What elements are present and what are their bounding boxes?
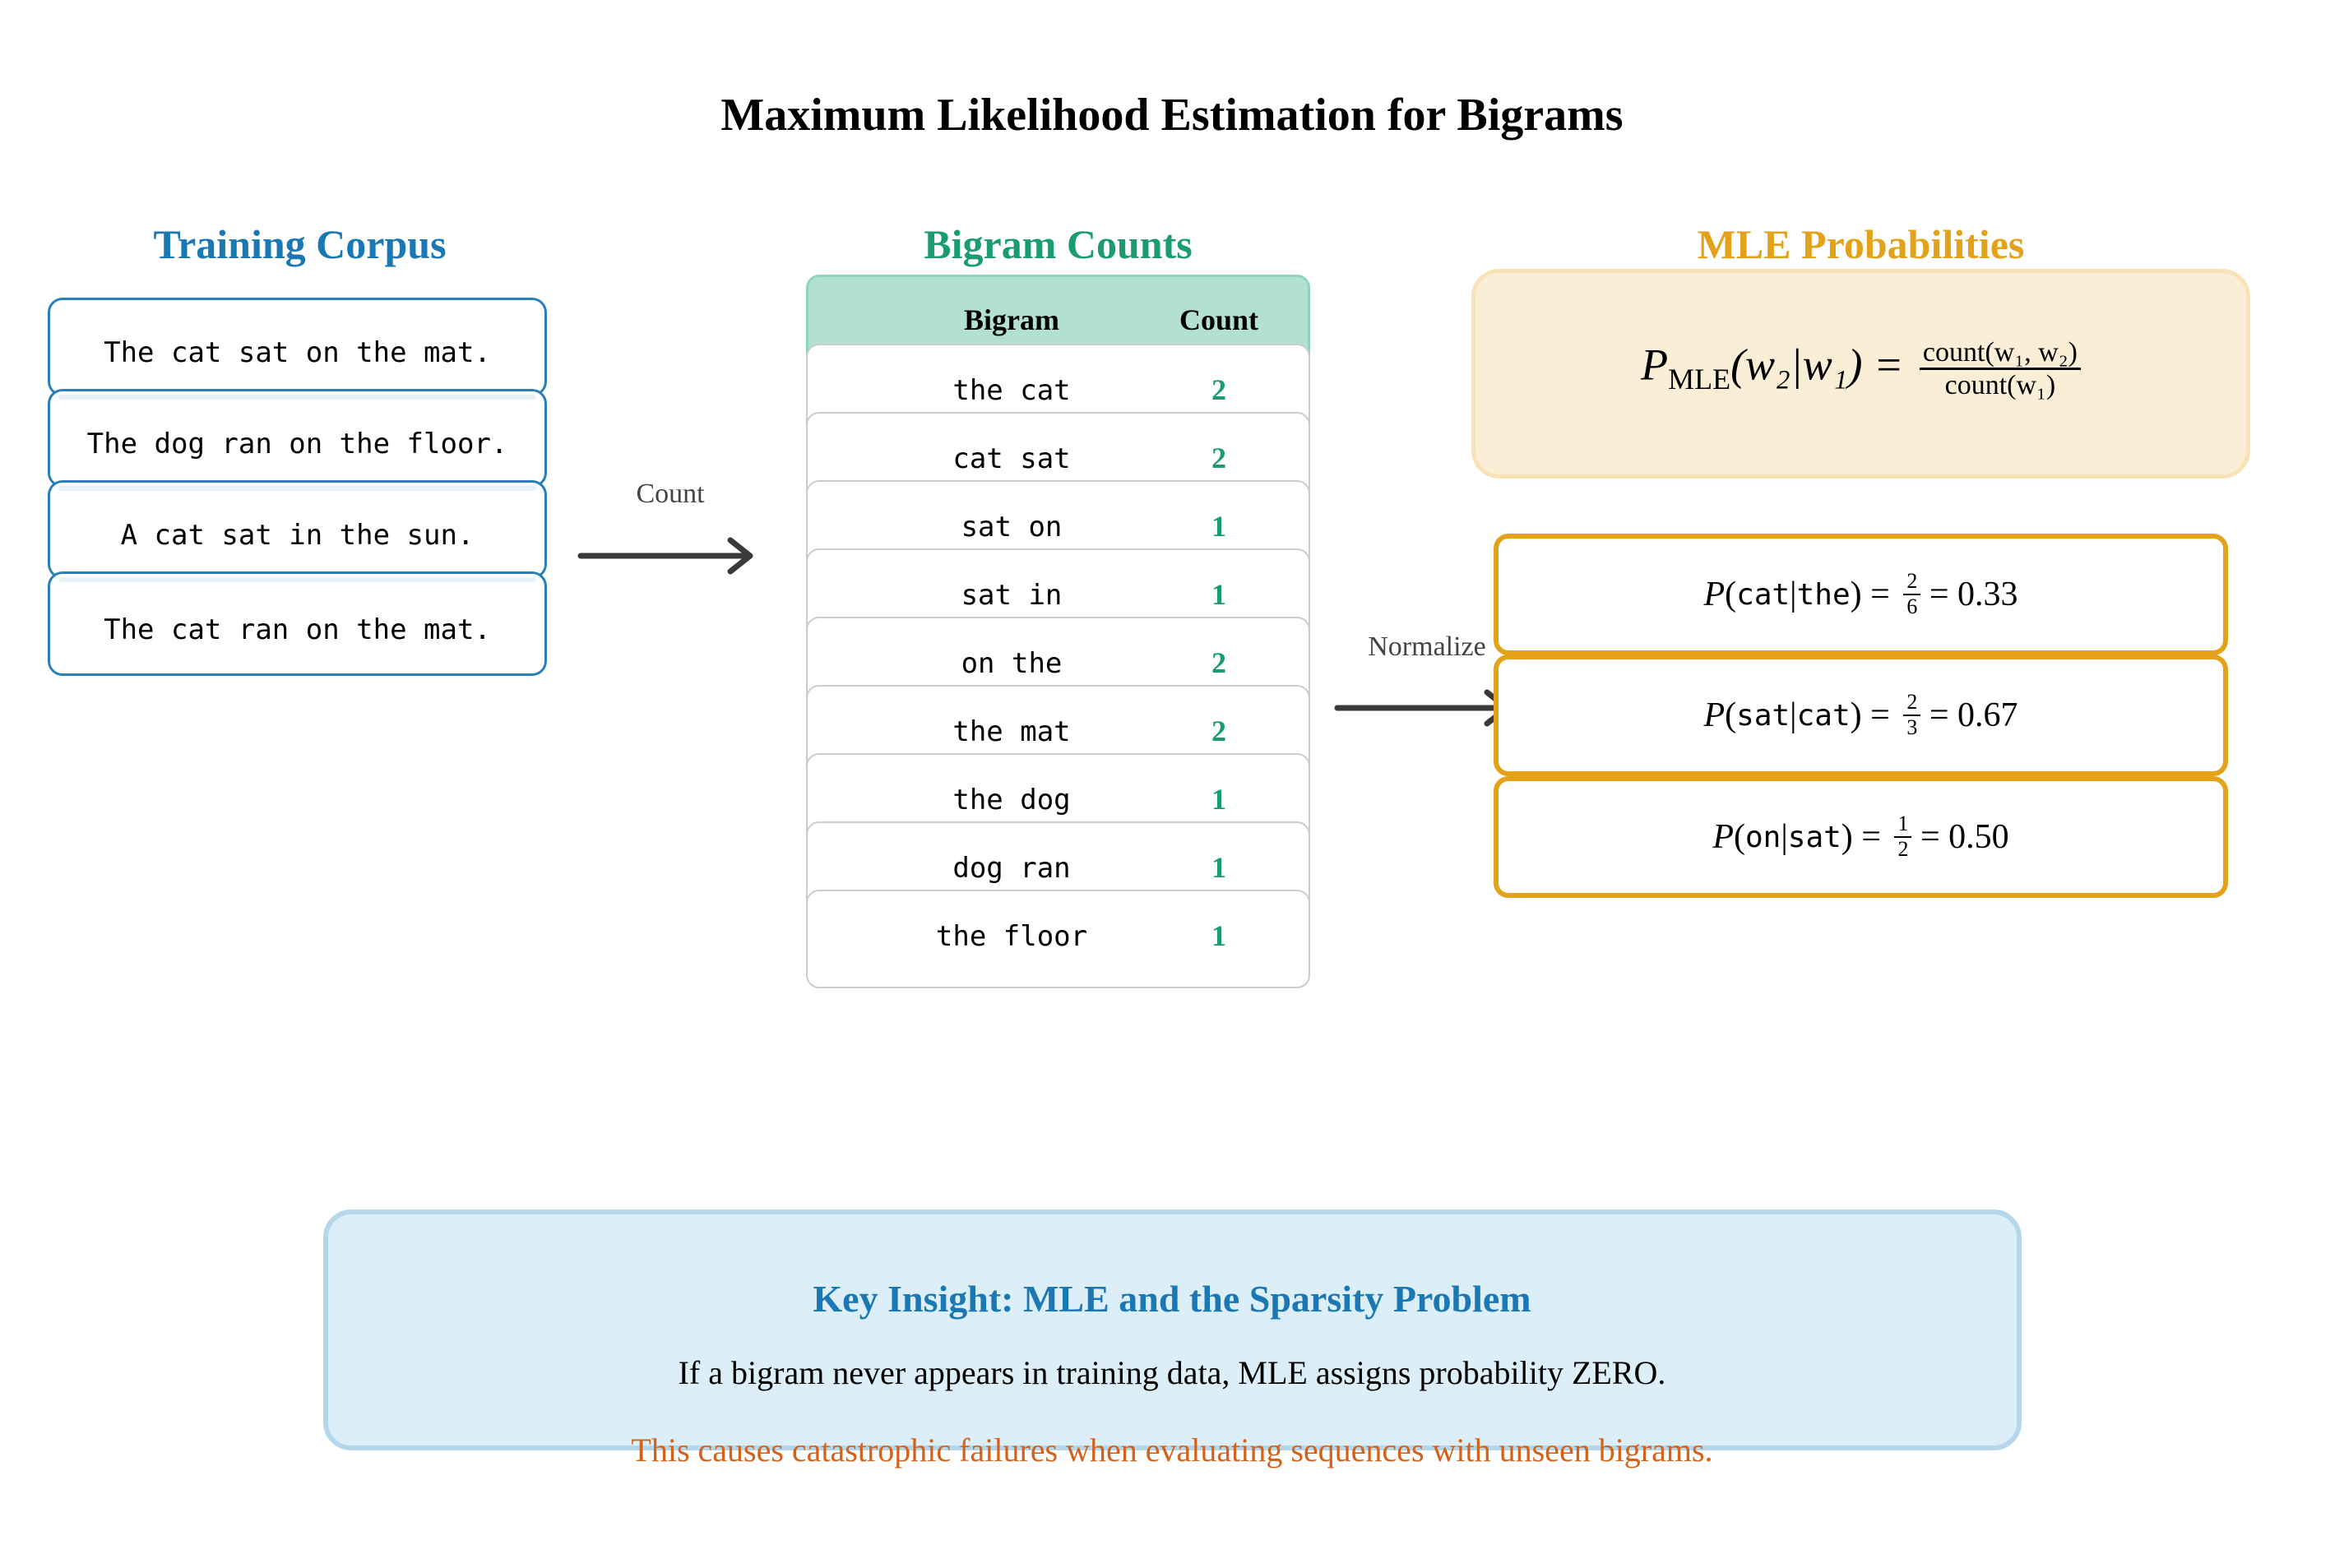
bigram-cell: the cat	[952, 374, 1071, 407]
training-corpus-header: Training Corpus	[153, 221, 447, 267]
normalize-arrow-label: Normalize	[1368, 631, 1486, 662]
mle-formula: PMLE(w₂|w₁) = count(w₁, w₂) count(w₁)	[1471, 337, 2250, 401]
bigram-cell: the floor	[935, 920, 1088, 953]
key-insight-warning: This causes catastrophic failures when e…	[631, 1432, 1713, 1469]
count-cell: 1	[1211, 783, 1226, 816]
bigram-cell: on the	[961, 647, 1063, 680]
word-w2: on	[1744, 820, 1781, 854]
bigram-cell: cat sat	[952, 442, 1071, 475]
count-cell: 2	[1211, 646, 1226, 679]
fraction-denominator: 6	[1906, 594, 1918, 618]
fraction-numerator: 1	[1894, 812, 1912, 838]
sentence-text: The cat sat on the mat.	[104, 336, 491, 369]
bigram-cell: the dog	[952, 784, 1071, 816]
key-insight-title: Key Insight: MLE and the Sparsity Proble…	[813, 1278, 1531, 1320]
formula-args: (w₂|w₁) =	[1730, 340, 1904, 390]
count-arrow-icon	[577, 535, 757, 576]
diagram-title: Maximum Likelihood Estimation for Bigram…	[720, 90, 1624, 141]
counts-table-header	[806, 275, 1310, 357]
fraction-numerator: 2	[1903, 570, 1921, 595]
sentence-text: The dog ran on the floor.	[86, 428, 508, 460]
bigram-cell: the mat	[952, 715, 1071, 748]
column-header-bigram: Bigram	[964, 303, 1059, 336]
count-cell: 1	[1211, 578, 1226, 611]
word-w1: the	[1796, 577, 1851, 612]
key-insight-box	[323, 1210, 2022, 1450]
bigram-cell: dog ran	[952, 852, 1071, 885]
corpus-sentence: The cat ran on the mat.	[48, 571, 547, 676]
probability-value: 0.50	[1948, 818, 2009, 856]
key-insight-text: If a bigram never appears in training da…	[678, 1354, 1666, 1391]
bigram-cell: sat in	[961, 579, 1063, 612]
fraction-denominator: 2	[1897, 837, 1909, 861]
formula-fraction: count(w₁, w₂) count(w₁)	[1919, 337, 2081, 401]
bigram-counts-header: Bigram Counts	[924, 221, 1193, 267]
formula-numerator: count(w₁, w₂)	[1919, 337, 2081, 371]
sentence-text: The cat ran on the mat.	[104, 613, 491, 646]
count-cell: 2	[1211, 715, 1226, 747]
sentence-text: A cat sat in the sun.	[120, 519, 475, 552]
corpus-sentence: The cat sat on the mat.	[48, 298, 547, 396]
fraction-numerator: 2	[1903, 691, 1921, 716]
column-header-count: Count	[1179, 303, 1259, 336]
count-arrow-label: Count	[636, 479, 705, 509]
count-cell: 1	[1211, 510, 1226, 543]
corpus-sentence: A cat sat in the sun.	[48, 480, 547, 579]
word-w2: sat	[1736, 698, 1790, 733]
word-w2: cat	[1736, 577, 1790, 612]
formula-subscript: MLE	[1668, 363, 1731, 396]
bigram-cell: sat on	[961, 511, 1063, 543]
word-w1: cat	[1796, 698, 1851, 733]
normalize-arrow-icon	[1334, 687, 1513, 728]
formula-denominator: count(w₁)	[1944, 370, 2056, 401]
corpus-sentence: The dog ran on the floor.	[48, 389, 547, 488]
mle-probabilities-header: MLE Probabilities	[1697, 221, 2025, 267]
word-w1: sat	[1787, 820, 1841, 854]
count-cell: 1	[1211, 851, 1226, 884]
probability-value: 0.33	[1957, 576, 2018, 613]
formula-p: P	[1641, 340, 1669, 390]
count-cell: 2	[1211, 442, 1226, 474]
count-cell: 2	[1211, 373, 1226, 406]
fraction-denominator: 3	[1906, 715, 1918, 739]
count-cell: 1	[1211, 919, 1226, 952]
probability-value: 0.67	[1957, 696, 2018, 734]
table-row	[806, 890, 1310, 988]
mle-formula-box	[1471, 269, 2250, 479]
